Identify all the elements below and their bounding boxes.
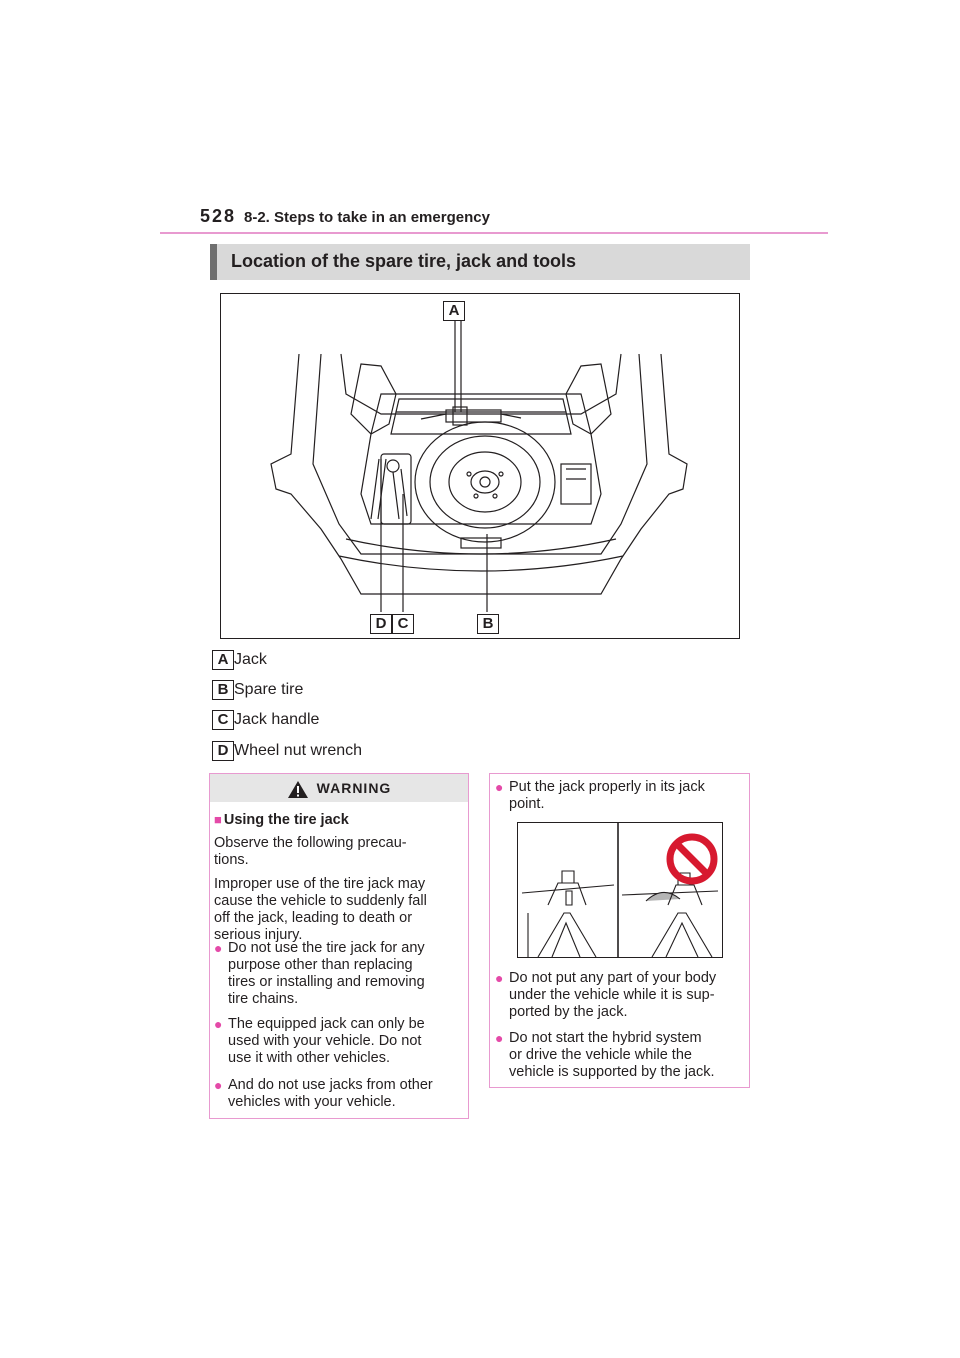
warning-subheading: ■Using the tire jack [214,812,349,828]
callout-c: C [392,614,414,634]
square-bullet-icon: ■ [214,812,222,827]
warning-bullet: ● The equipped jack can only be used wit… [214,1016,425,1066]
bullet-dot-icon: ● [495,970,504,986]
bullet-dot-icon: ● [495,1030,504,1046]
callout-d: D [370,614,392,634]
bullet-dot-icon: ● [214,1077,223,1093]
legend-letter: C [212,710,234,730]
warning-bullet: ● Do not put any part of your body under… [495,970,717,1020]
warning-triangle-icon [287,780,308,798]
warning-bullet: ● Do not start the hybrid system or driv… [495,1030,715,1080]
jack-point-drawing [521,823,719,958]
legend-letter: A [212,650,234,670]
warning-box-right [489,773,750,1088]
warning-intro: Observe the following precau- tions. [214,835,407,868]
warning-bullet: ● And do not use jacks from other vehicl… [214,1077,433,1110]
warning-paragraph: Improper use of the tire jack may cause … [214,876,427,943]
bullet-dot-icon: ● [214,940,223,956]
page-number: 528 [200,206,237,226]
section-heading-text: Location of the spare tire, jack and too… [231,251,577,271]
section-title: 8-2. Steps to take in an emergency [244,209,490,226]
legend-text: Jack [234,651,267,668]
trunk-drawing [270,320,688,612]
warning-bullet: ● Do not use the tire jack for any purpo… [214,940,425,1007]
prohibited-icon [666,833,718,885]
callout-b: B [477,614,499,634]
trunk-illustration: A D C B [220,293,740,639]
header-rule [160,232,828,234]
warning-box-left [209,773,469,1119]
legend-letter: D [212,741,234,761]
legend-text: Jack handle [234,711,320,728]
jack-point-illustration [517,822,723,958]
legend-text: Spare tire [234,681,304,698]
warning-title: WARNING [210,774,468,802]
warning-header: WARNING [210,774,468,802]
warning-title-text: WARNING [316,780,392,796]
callout-a: A [443,301,465,321]
legend-letter: B [212,680,234,700]
warning-bullet: ● Put the jack properly in its jack poin… [495,779,705,812]
section-heading: Location of the spare tire, jack and too… [210,244,750,280]
bullet-dot-icon: ● [495,779,504,795]
bullet-dot-icon: ● [214,1016,223,1032]
legend-text: Wheel nut wrench [234,742,363,759]
